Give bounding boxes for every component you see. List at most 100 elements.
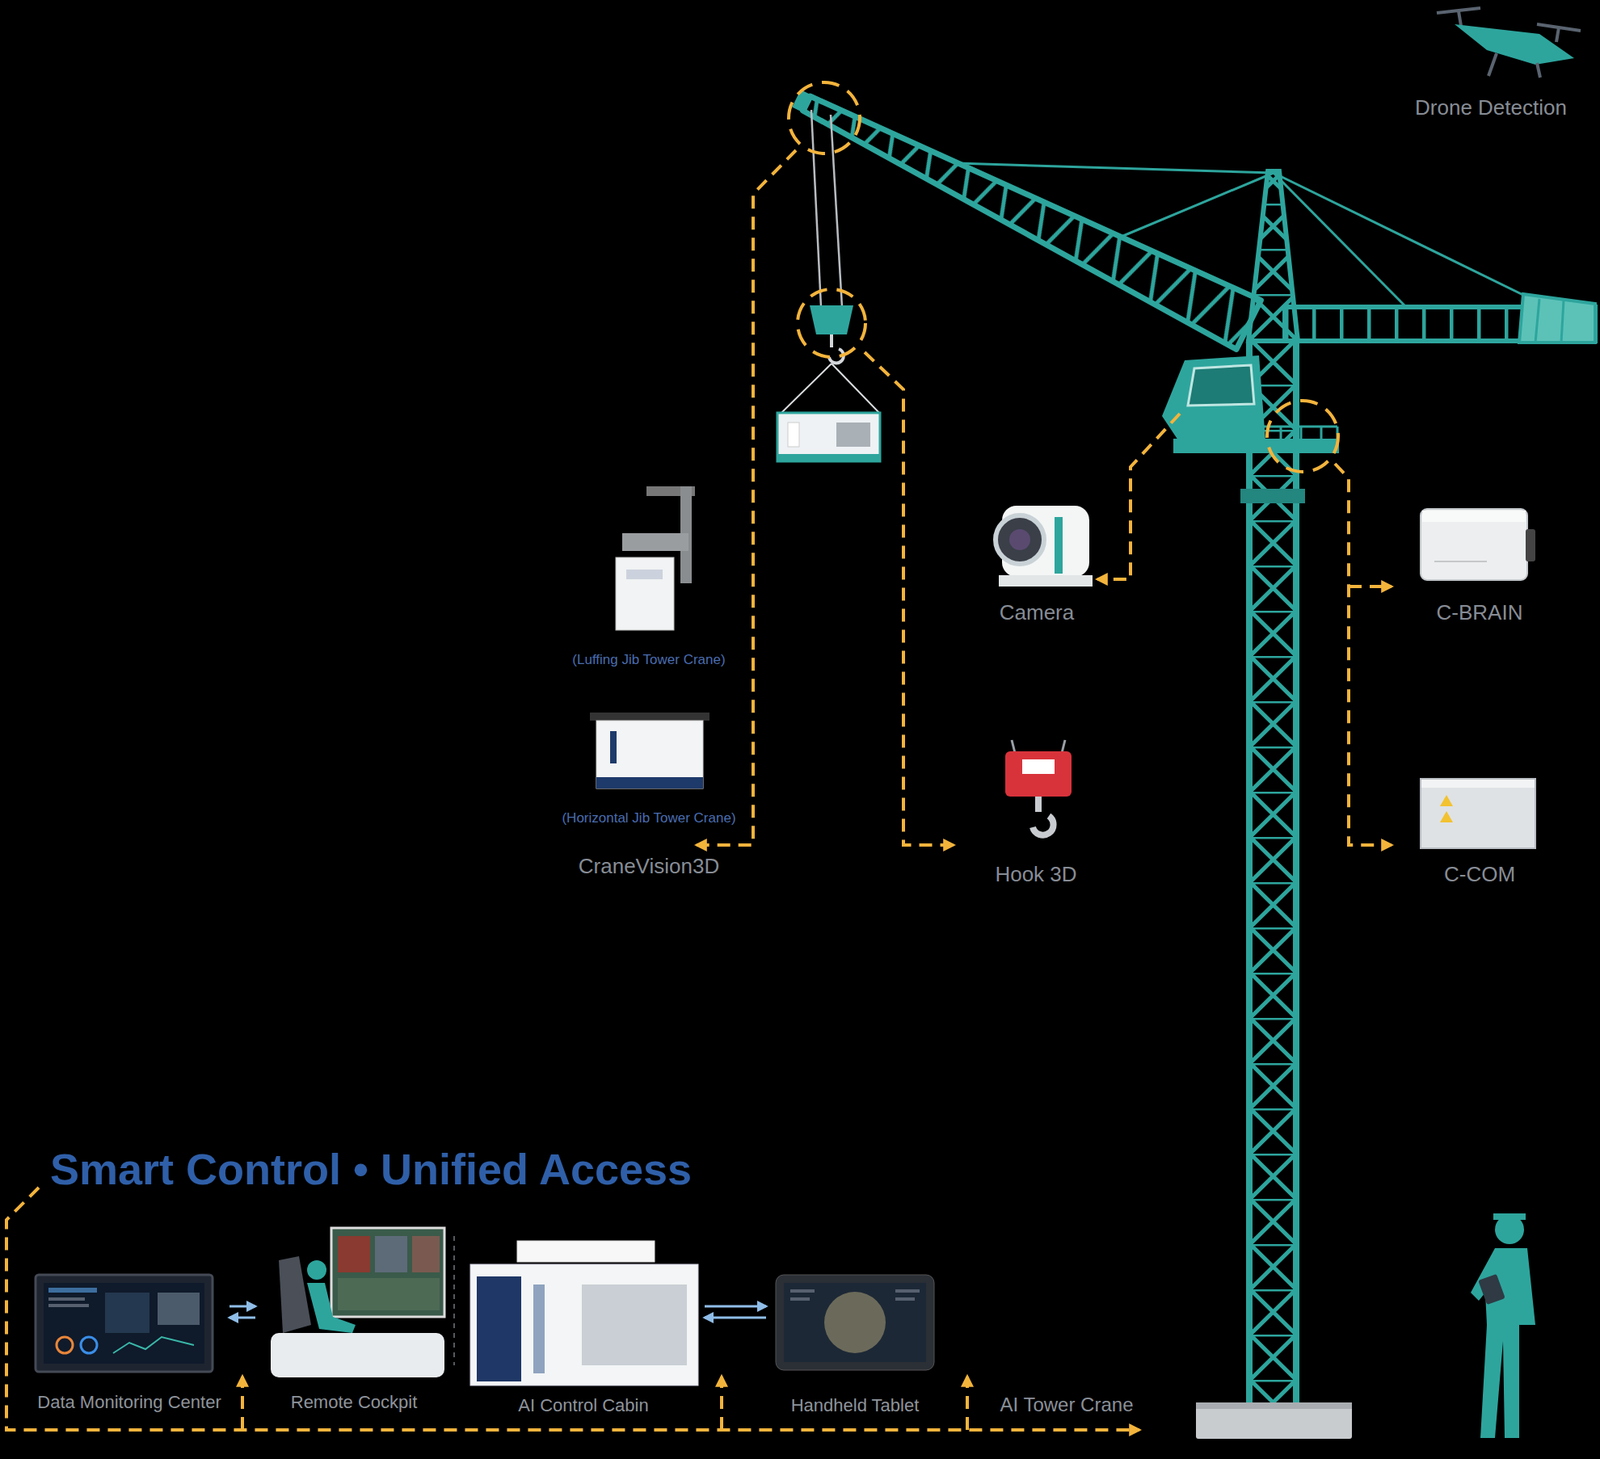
- camera-stripe: [1054, 517, 1063, 574]
- leader-line: [696, 150, 796, 846]
- connector-arrow: [704, 1305, 767, 1309]
- sensor-panel: [626, 569, 663, 580]
- hook-block: [809, 305, 854, 335]
- ui-bar: [895, 1297, 915, 1302]
- platform-node: Data Monitoring Center: [32, 1270, 227, 1419]
- access-bus: [6, 1187, 1140, 1431]
- counter-tie: [1273, 172, 1532, 299]
- bus-branch: [240, 1376, 245, 1431]
- drone-mast: [1556, 27, 1559, 43]
- tower-crane: [777, 73, 1596, 1440]
- module-door: [787, 422, 800, 447]
- module-band: [777, 454, 880, 462]
- cbrain-seam: [1434, 560, 1487, 563]
- cbrain-lid: [1422, 510, 1526, 523]
- platform-node: AI Control Cabin: [465, 1236, 702, 1419]
- node-label: CraneVision3D: [576, 854, 722, 880]
- hook3d-strap: [1011, 740, 1015, 754]
- sensor-highlight: [797, 289, 866, 358]
- camera-lens-core: [1009, 529, 1031, 551]
- leader-lines: [6, 150, 1392, 1431]
- sensor-highlight: [788, 82, 860, 154]
- node-label: C-BRAIN: [1434, 600, 1526, 626]
- ccom-lid: [1421, 779, 1535, 788]
- platform: [1173, 438, 1339, 454]
- free-label: AI Tower Crane: [997, 1393, 1137, 1418]
- device-node: (Luffing Jib Tower Crane)(Horizontal Jib…: [549, 481, 749, 883]
- sensor-band: [596, 777, 704, 789]
- node-label: Hook 3D: [992, 862, 1079, 888]
- module-window: [836, 422, 871, 447]
- ccom-device: [1420, 778, 1536, 849]
- mount-rail: [589, 712, 710, 721]
- camera-device: [995, 505, 1093, 587]
- screen-view: [337, 1278, 440, 1311]
- node-label: Remote Cockpit: [288, 1392, 421, 1414]
- crane-base-top: [1195, 1402, 1352, 1410]
- cabin-body: [470, 1264, 699, 1386]
- monitor-display: [43, 1283, 205, 1365]
- drone-leg: [1488, 53, 1497, 76]
- device-node: Hook 3D: [979, 731, 1093, 889]
- hook3d-hook: [1032, 796, 1054, 836]
- connector-arrow: [229, 1317, 256, 1320]
- tablet-display: [783, 1283, 927, 1363]
- monitor-frame: [35, 1275, 213, 1373]
- cabin-window: [581, 1284, 687, 1366]
- tablet-map: [824, 1292, 886, 1354]
- counter-tie: [1273, 172, 1407, 308]
- cranevision-luffing: [615, 486, 695, 631]
- drone-icon: [1436, 8, 1581, 78]
- bus-branch: [965, 1376, 969, 1431]
- worker-tablet: [1477, 1274, 1505, 1306]
- cockpit-base: [270, 1333, 445, 1378]
- screen-view: [374, 1236, 408, 1273]
- operator-figure: [307, 1283, 356, 1334]
- node-label: Camera: [997, 600, 1077, 626]
- hook3d-panel: [1022, 759, 1055, 775]
- drone-mast: [1458, 11, 1462, 26]
- ui-bar: [895, 1289, 920, 1293]
- ui-bar: [790, 1289, 815, 1293]
- monitor-screen: [35, 1275, 213, 1373]
- hook: [829, 334, 844, 363]
- drone-leg: [1536, 63, 1541, 78]
- device-node: Camera: [976, 492, 1098, 629]
- crane-base: [1195, 1402, 1352, 1440]
- ui-bar: [48, 1304, 89, 1308]
- counterweight: [1519, 294, 1596, 343]
- cranevision-horizontal: [589, 712, 710, 789]
- sling: [780, 363, 832, 414]
- leader-line: [1334, 463, 1392, 846]
- counterweight-stripe: [1561, 300, 1564, 343]
- device-node: C-BRAIN: [1410, 501, 1549, 629]
- platform-node: Handheld Tablet: [769, 1270, 941, 1419]
- jib-tie: [956, 163, 1274, 173]
- hook3d-box: [1005, 751, 1072, 797]
- ui-bar: [48, 1288, 97, 1293]
- ui-photo: [157, 1292, 200, 1326]
- cbrain-device: [1420, 509, 1536, 581]
- hoist-rope: [811, 109, 822, 308]
- tablet: [775, 1275, 935, 1371]
- node-label: Drone Detection: [1412, 95, 1570, 121]
- leader-line: [1348, 585, 1392, 589]
- sensor-stripe: [610, 731, 617, 764]
- section-title: Smart Control • Unified Access: [50, 1145, 692, 1194]
- node-label: AI Control Cabin: [515, 1395, 651, 1417]
- ui-bar: [790, 1297, 810, 1302]
- operator-figure: [307, 1260, 327, 1280]
- node-label: Handheld Tablet: [788, 1395, 923, 1417]
- ui-chart: [113, 1337, 194, 1354]
- sensor-box: [615, 557, 674, 631]
- cab-window: [1187, 365, 1255, 406]
- luffing-jib: [783, 73, 1261, 350]
- counterweight-stripe: [1535, 298, 1540, 343]
- cockpit-seat: [278, 1256, 312, 1334]
- cbrain-handle: [1525, 529, 1536, 562]
- hook3d-device: [1005, 740, 1072, 836]
- worker-helmet: [1493, 1213, 1526, 1221]
- sensor-highlight: [1267, 400, 1339, 472]
